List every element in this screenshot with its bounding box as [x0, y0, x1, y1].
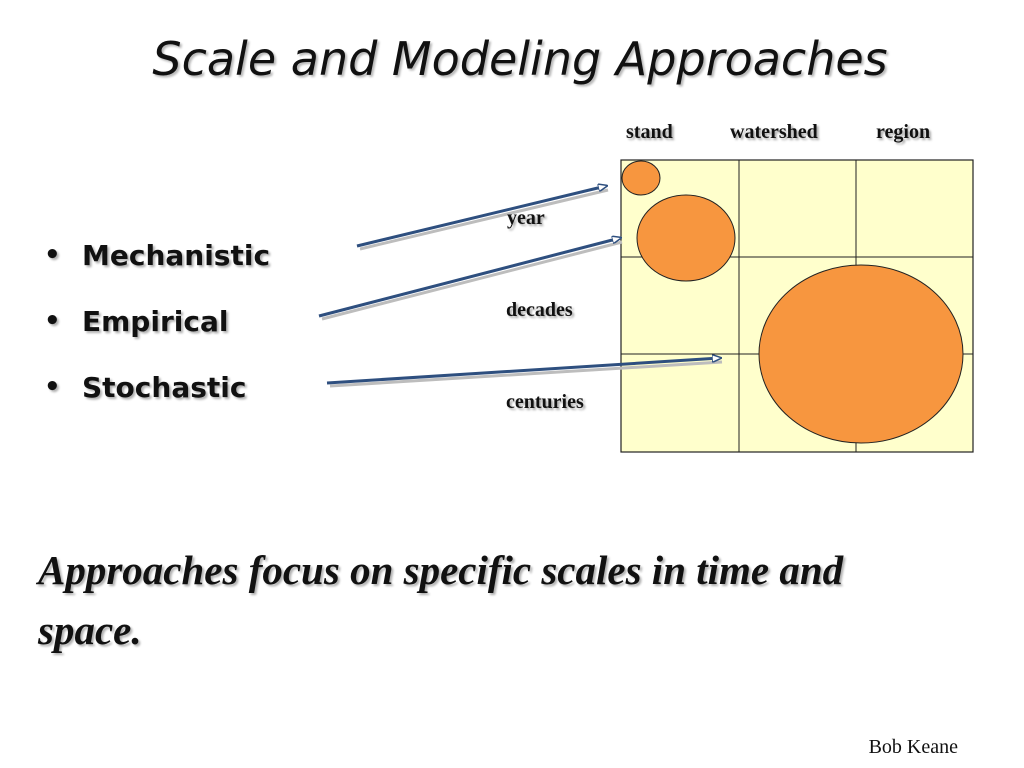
bullet-marker: • — [44, 306, 61, 336]
author-credit: Bob Keane — [868, 736, 958, 758]
column-label-stand: stand — [626, 121, 673, 143]
bullet-mechanistic: • Mechanistic — [44, 222, 270, 288]
bullet-label: Empirical — [82, 304, 229, 338]
bullet-empirical: • Empirical — [44, 288, 270, 354]
bullet-label: Mechanistic — [82, 238, 271, 272]
bullet-marker: • — [44, 240, 61, 270]
bullet-marker: • — [44, 372, 61, 402]
bullet-label: Stochastic — [82, 370, 247, 404]
bubble-stand-year-decades — [636, 194, 736, 282]
row-label-decades: decades — [506, 299, 573, 321]
column-label-region: region — [876, 121, 931, 143]
bubble-region-centuries — [758, 264, 964, 444]
arrow-empirical — [318, 238, 620, 318]
row-label-centuries: centuries — [506, 391, 584, 413]
bullet-stochastic: • Stochastic — [44, 354, 270, 420]
summary-statement: Approaches focus on specific scales in t… — [38, 547, 844, 653]
slide-title: Scale and Modeling Approaches — [152, 32, 888, 86]
bubble-stand-year-small — [621, 160, 661, 196]
arrow-mechanistic — [356, 186, 606, 248]
row-label-year: year — [507, 207, 545, 229]
arrow-stochastic — [326, 358, 720, 385]
approach-list: • Mechanistic • Empirical • Stochastic — [44, 222, 270, 420]
column-label-watershed: watershed — [730, 121, 818, 143]
